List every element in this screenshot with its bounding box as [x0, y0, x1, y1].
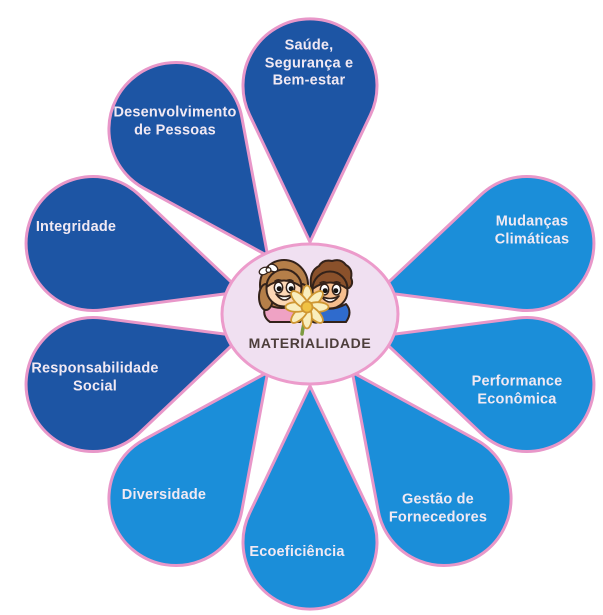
- petal-mudancas-climaticas: [376, 175, 596, 312]
- boy-figure: [306, 259, 354, 324]
- petal-ecoeficiencia: [241, 384, 379, 611]
- petal-saude-seguranca-bem-estar: [241, 17, 379, 244]
- petal-desenvolvimento-de-pessoas: [107, 60, 270, 258]
- petals-group: [24, 17, 596, 611]
- hair-bow-icon: [258, 263, 279, 276]
- petal-responsabilidade-social: [24, 316, 244, 453]
- petal-integridade: [24, 175, 244, 312]
- daisy-flower-icon: [284, 284, 330, 336]
- petal-performance-economica: [376, 316, 596, 453]
- petal-diversidade: [107, 370, 270, 568]
- children-illustration: [258, 259, 354, 336]
- petal-gestao-de-fornecedores: [350, 370, 513, 568]
